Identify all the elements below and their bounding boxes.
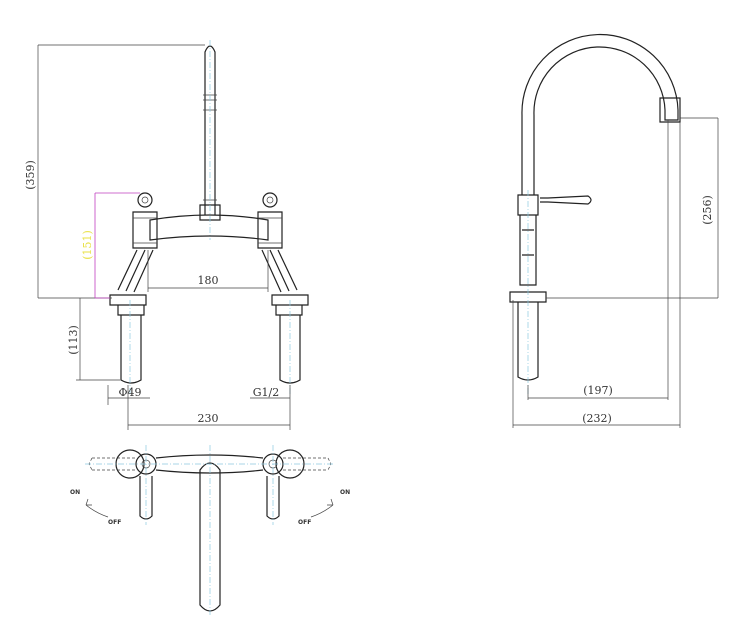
dim-spout-height: (256) [701, 195, 714, 225]
dim-overall-width: 230 [198, 412, 219, 425]
right-off-label: OFF [298, 519, 311, 526]
side-view [509, 33, 719, 428]
right-on-label: ON [340, 489, 350, 496]
dim-reach: (197) [583, 384, 613, 397]
front-view [37, 40, 309, 430]
dim-thread: G1/2 [253, 386, 280, 399]
left-off-label: OFF [108, 519, 121, 526]
left-on-label: ON [70, 489, 80, 496]
dim-centres: 180 [198, 274, 219, 287]
dim-flange-dia: Φ49 [118, 386, 141, 399]
top-view [85, 445, 335, 615]
dim-overall-depth: (232) [582, 412, 612, 425]
dim-valve-height: (151) [81, 230, 94, 260]
dim-tail-length: (113) [67, 325, 80, 355]
dim-total-height: (359) [24, 160, 37, 190]
